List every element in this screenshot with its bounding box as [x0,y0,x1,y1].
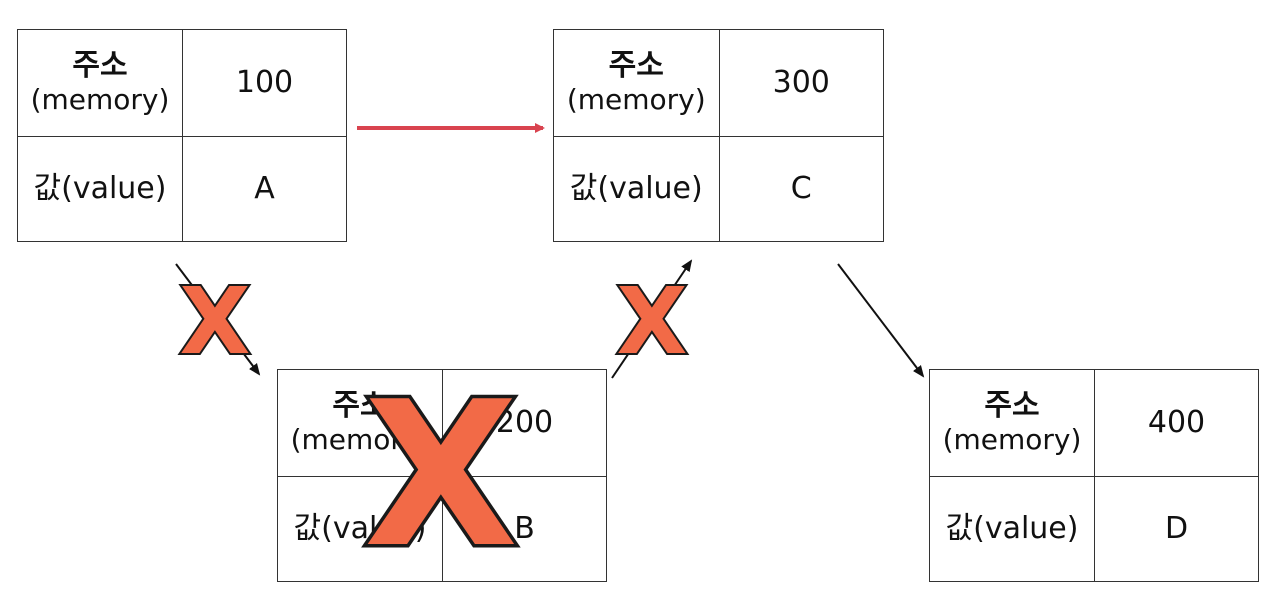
address-label-ko: 주소 [332,388,388,424]
address-value: 100 [182,30,346,136]
address-label-en: (memory) [942,422,1082,456]
value-label: 값(value) [554,135,719,242]
node-b: 주소(memory) 200 값(value) B [277,369,607,582]
address-label-en: (memory) [566,82,706,116]
node-d: 주소(memory) 400 값(value) D [929,369,1259,582]
cross-mark-a-b: X [180,268,251,375]
cross-mark-b-c: X [617,268,688,375]
value-cell: A [182,135,346,241]
address-label: 주소(memory) [554,30,719,136]
link-b-to-c [611,259,693,379]
address-label-ko: 주소 [608,48,664,84]
node-c: 주소(memory) 300 값(value) C [553,29,884,242]
value-cell: C [718,135,883,241]
address-label: 주소(memory) [278,370,442,476]
address-value: 400 [1094,370,1258,476]
cross-mark-node-b: X [364,359,518,592]
value-cell: B [442,475,606,581]
value-label: 값(value) [18,135,182,242]
address-value: 200 [442,370,606,476]
link-c-to-d [837,263,925,378]
link-a-to-b [175,263,261,376]
value-cell: D [1094,475,1258,581]
value-label: 값(value) [930,475,1094,582]
address-label-en: (memory) [30,82,170,116]
node-a: 주소(memory) 100 값(value) A [17,29,347,242]
address-value: 300 [718,30,884,136]
address-label: 주소(memory) [18,30,182,136]
address-label-en: (memory) [290,422,430,456]
value-label: 값(value) [278,475,442,582]
address-label-ko: 주소 [984,388,1040,424]
address-label: 주소(memory) [930,370,1094,476]
address-label-ko: 주소 [72,48,128,84]
